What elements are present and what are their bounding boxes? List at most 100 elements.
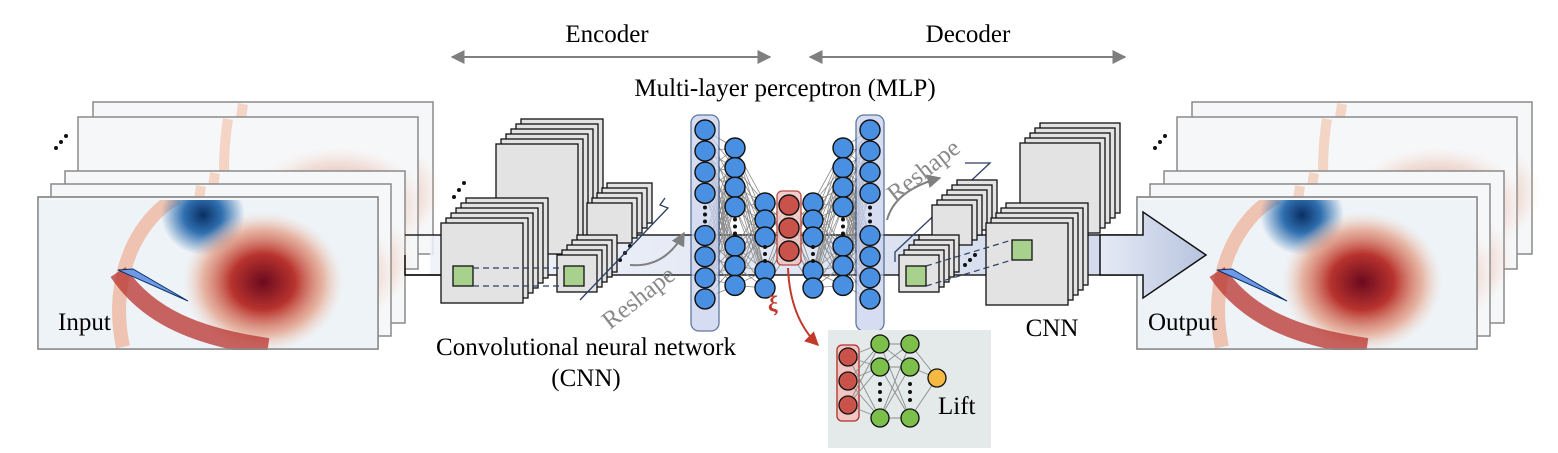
lift-input-neuron <box>838 347 858 367</box>
mlp-label: Multi-layer perceptron (MLP) <box>634 75 935 102</box>
mlp-neuron <box>694 267 716 289</box>
ellipsis-dot <box>703 205 707 210</box>
mlp-neuron <box>832 196 854 218</box>
lift-hidden-neuron <box>870 357 890 377</box>
lift-hidden-neuron <box>870 334 890 354</box>
input-label: Input <box>58 309 111 336</box>
ellipsis-dot <box>878 390 882 394</box>
mlp-neuron <box>859 161 881 183</box>
latent-branch-arrow <box>787 267 820 346</box>
mlp-neuron <box>694 182 716 205</box>
ellipsis-dot <box>733 224 737 229</box>
ellipsis-dot <box>703 212 707 217</box>
mlp-neuron <box>694 140 716 162</box>
ellipsis-dot <box>841 224 845 229</box>
mlp-connection <box>734 206 766 272</box>
ellipsis-dot <box>868 205 872 210</box>
latent-neuron <box>778 240 800 262</box>
flatten-bracket <box>579 197 670 301</box>
ellipsis-dot <box>878 398 882 402</box>
mlp-neuron <box>724 274 746 297</box>
ellipsis-dot <box>811 252 815 256</box>
ellipsis-dot <box>457 188 461 192</box>
encoder-range: Encoder <box>450 21 772 64</box>
ellipsis-dot <box>703 219 707 224</box>
mlp-neuron <box>724 176 746 198</box>
flow-field-image <box>1137 200 1477 350</box>
ellipsis-dot <box>963 263 967 267</box>
lift-hidden-neuron <box>900 334 920 354</box>
mlp-neuron <box>832 137 854 159</box>
ellipsis-dot <box>811 245 815 249</box>
ellipsis-dot <box>763 245 767 249</box>
mlp-neuron <box>802 226 824 248</box>
lift-connection <box>847 356 881 419</box>
mlp-neuron <box>832 274 854 297</box>
feature-map <box>985 222 1069 306</box>
ellipsis-dot <box>878 382 882 386</box>
cnn-label-right: CNN <box>1026 315 1079 342</box>
encoder-label: Encoder <box>565 21 649 48</box>
decoder-label: Decoder <box>926 21 1011 48</box>
ellipsis-dot <box>54 146 58 150</box>
mlp-neuron <box>694 224 716 247</box>
receptive-field-line <box>925 239 1013 267</box>
lift-output-neuron <box>927 368 947 388</box>
ellipsis-dot <box>973 253 977 257</box>
ellipsis-dot <box>968 258 972 262</box>
ellipsis-dot <box>868 212 872 217</box>
feature-map <box>440 222 524 304</box>
ellipsis-dot <box>1153 146 1157 150</box>
conv-kernel <box>905 265 927 287</box>
lift-label: Lift <box>938 393 976 420</box>
mlp-neuron <box>832 176 854 198</box>
ellipsis-dot <box>733 217 737 222</box>
lift-hidden-neuron <box>900 357 920 377</box>
encoder-cnn <box>404 118 653 304</box>
airfoil-icon <box>117 268 189 302</box>
output-label: Output <box>1148 309 1218 336</box>
reshape-arrow-icon <box>886 174 942 221</box>
mlp-neuron <box>694 245 716 268</box>
mlp-neuron <box>832 235 854 257</box>
mlp-neuron <box>694 161 716 183</box>
cnn-label-line2: (CNN) <box>551 365 620 392</box>
cnn-label-line1: Convolutional neural network <box>436 334 736 361</box>
output-arrow-icon <box>1099 210 1208 300</box>
mlp-neuron <box>724 235 746 257</box>
mlp-neuron <box>724 196 746 218</box>
ellipsis-dot <box>1158 140 1162 144</box>
mlp-neuron <box>859 140 881 162</box>
mlp-neuron <box>859 224 881 247</box>
ellipsis-dot <box>763 252 767 256</box>
latent-neuron <box>778 217 800 239</box>
ellipsis-dot <box>811 259 815 263</box>
ellipsis-dot <box>733 231 737 236</box>
vortex-positive <box>1282 212 1442 350</box>
lift-hidden-neuron <box>870 408 890 428</box>
flow-field-image <box>38 200 378 350</box>
lift-connection <box>847 343 881 406</box>
ellipsis-dot <box>59 140 63 144</box>
mlp-neuron <box>859 182 881 205</box>
receptive-field-line <box>925 259 1013 287</box>
mlp-neuron <box>724 255 746 277</box>
ellipsis-dot <box>868 219 872 224</box>
ellipsis-dot <box>841 217 845 222</box>
ellipsis-dot <box>908 390 912 394</box>
mlp-neuron <box>694 288 716 310</box>
lift-input-neuron <box>838 371 858 391</box>
lift-connection <box>879 366 911 419</box>
airfoil-icon <box>1216 268 1288 302</box>
mlp-neuron <box>754 226 776 248</box>
vortex-positive <box>183 212 343 350</box>
decoder-cnn <box>898 122 1121 306</box>
mlp-neuron <box>724 137 746 159</box>
lift-predictor-panel: Lift <box>828 330 991 448</box>
conv-kernel <box>563 265 585 287</box>
lift-hidden-neuron <box>900 408 920 428</box>
conv-kernel <box>452 265 474 287</box>
mlp-neuron <box>859 245 881 268</box>
